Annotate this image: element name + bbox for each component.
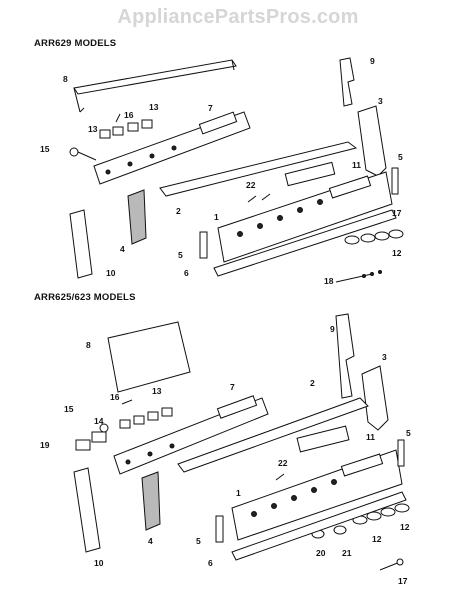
bottom-exploded-view: 8 9 3 7 2 13 16 15 14 11 19 22 1 5 4 12 … [40, 313, 411, 586]
callout: 10 [106, 268, 116, 278]
part-knob-clip [69, 147, 79, 157]
callout: 16 [110, 392, 120, 402]
section-title-top: ARR629 MODELS [34, 38, 117, 49]
part-small-strip-right [391, 167, 399, 195]
part-block-lower [91, 431, 107, 443]
callout: 9 [330, 324, 335, 334]
callout: 10 [94, 558, 104, 568]
part-long-trim-lower [177, 397, 369, 473]
callout: 22 [278, 458, 288, 468]
callout: 4 [120, 244, 125, 254]
part-insulation-bracket-upper [127, 189, 147, 245]
part-display-module-lower [296, 425, 350, 453]
callout: 22 [246, 180, 256, 190]
part-side-bracket-left-upper [69, 209, 93, 279]
part-small-strip-lower-right [397, 439, 405, 467]
callout: 8 [86, 340, 91, 350]
part-display-module [284, 161, 336, 187]
part-screw [261, 193, 271, 201]
part-large-panel-lower [107, 321, 191, 393]
watermark-text: AppliancePartsPros.com [117, 6, 359, 28]
part-bottom-trim-lower [231, 491, 407, 561]
callout: 2 [176, 206, 181, 216]
part-screw-lower [275, 473, 285, 481]
callout: 17 [398, 576, 408, 586]
callout: 12 [372, 534, 382, 544]
callout: 4 [148, 536, 153, 546]
part-side-bracket-right-lower [335, 313, 355, 399]
callout: 11 [352, 160, 361, 170]
part-knob-21 [333, 525, 347, 535]
callout: 8 [63, 74, 68, 84]
part-long-trim-upper [159, 141, 358, 197]
callout: 21 [342, 548, 352, 558]
part-small-strip-left [199, 231, 208, 259]
part-clip-set-lower [119, 407, 173, 429]
callout: 7 [208, 103, 213, 113]
callout: 2 [310, 378, 315, 388]
callout: 5 [196, 536, 201, 546]
callout: 15 [40, 144, 50, 154]
callout: 20 [316, 548, 326, 558]
part-screw-lower [121, 399, 133, 405]
callout: 13 [88, 124, 98, 134]
part-side-bracket-right-upper [339, 57, 355, 107]
part-control-panel-lower [113, 395, 269, 475]
top-exploded-view: 8 9 16 13 13 7 3 15 11 5 2 22 1 17 4 5 1… [40, 56, 404, 286]
callout: 11 [366, 432, 375, 442]
part-side-bracket-left-lower [73, 467, 101, 553]
part-end-bracket-upper [357, 105, 387, 177]
part-screw [247, 195, 257, 203]
callout: 3 [378, 96, 383, 106]
callout: 12 [400, 522, 410, 532]
callout: 1 [236, 488, 241, 498]
callout: 6 [184, 268, 189, 278]
part-wire [335, 273, 373, 283]
part-end-bracket-lower [361, 365, 389, 431]
part-bottom-trim-upper [213, 209, 397, 277]
part-trim-strip [73, 59, 237, 113]
callout: 9 [370, 56, 375, 66]
part-knob-set-upper [344, 229, 404, 245]
callout: 13 [149, 102, 159, 112]
callout: 7 [230, 382, 235, 392]
callout: 15 [64, 404, 74, 414]
part-backguard-lower [231, 449, 403, 541]
callout: 13 [152, 386, 162, 396]
part-clip-set [99, 113, 153, 139]
callout: 16 [124, 110, 134, 120]
callout: 14 [94, 416, 104, 426]
callout: 19 [40, 440, 50, 450]
part-backguard-upper [217, 171, 393, 263]
callout: 12 [392, 248, 402, 258]
part-small-strip-lower-left [215, 515, 224, 543]
part-control-panel-upper [93, 111, 251, 185]
part-insulation-bracket-lower [141, 471, 161, 531]
callout: 1 [214, 212, 219, 222]
callout: 17 [392, 208, 402, 218]
section-title-bottom: ARR625/623 MODELS [34, 292, 136, 303]
callout: 3 [382, 352, 387, 362]
part-block-small [75, 439, 91, 451]
callout: 6 [208, 558, 213, 568]
callout: 18 [324, 276, 334, 286]
callout: 5 [178, 250, 183, 260]
part-clip-17 [379, 561, 401, 571]
callout: 5 [398, 152, 403, 162]
callout: 5 [406, 428, 411, 438]
